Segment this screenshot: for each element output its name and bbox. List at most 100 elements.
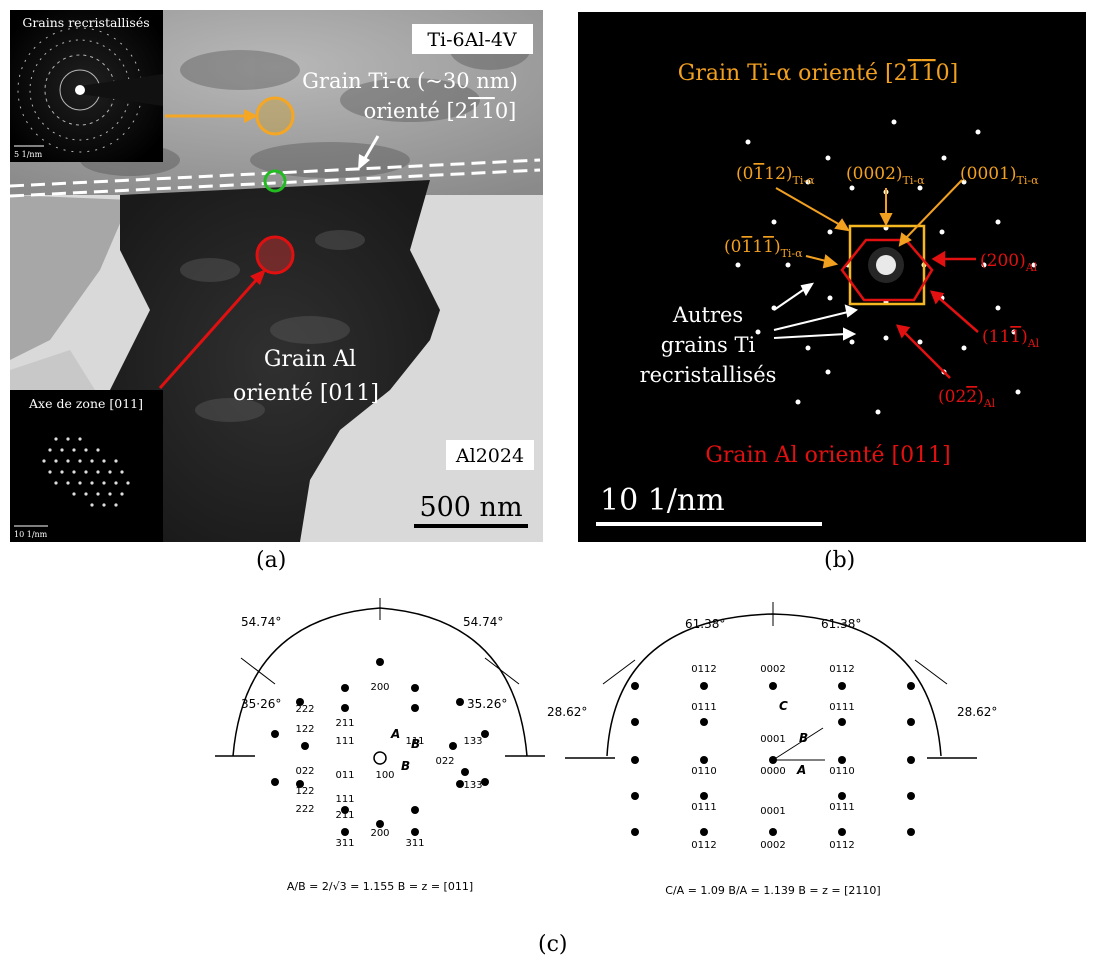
pattern-dot: [700, 756, 708, 764]
zone-spot: [78, 481, 82, 485]
index-label: 211: [335, 718, 354, 729]
zone-spot: [72, 492, 76, 496]
diffraction-spot: [1011, 329, 1017, 335]
interface-line-top: [10, 158, 541, 188]
zone-spot: [72, 448, 76, 452]
svg-text:B: B: [411, 737, 420, 751]
diffraction-spot: [939, 229, 945, 235]
index-label: 211: [335, 810, 354, 821]
pattern-dot: [838, 828, 846, 836]
index-label: 122: [295, 724, 314, 735]
inset-top-label: Grains recristallisés: [22, 15, 149, 30]
zone-spot: [78, 459, 82, 463]
pattern-dot: [700, 682, 708, 690]
index-label: 0112: [829, 664, 854, 675]
diffraction-spot: [995, 219, 1001, 225]
pattern-dot: [907, 828, 915, 836]
zone-spot: [114, 503, 118, 507]
zone-spot: [96, 470, 100, 474]
diffraction-spot: [825, 369, 831, 375]
zone-spot: [84, 470, 88, 474]
others-line1: Autres: [672, 303, 743, 327]
zone-spot: [90, 503, 94, 507]
zone-spot: [108, 492, 112, 496]
diffraction-spot: [735, 262, 741, 268]
diffraction-spot: [795, 399, 801, 405]
al-angle-sl: 35·26°: [241, 697, 281, 711]
zone-spot: [66, 459, 70, 463]
pattern-dot: [631, 756, 639, 764]
zone-spot: [114, 481, 118, 485]
zone-spot: [96, 448, 100, 452]
ti-angle-sr: 28.62°: [957, 705, 997, 719]
diffraction-spot: [891, 119, 897, 125]
diffraction-spot: [771, 219, 777, 225]
pattern-dot: [301, 742, 309, 750]
index-label: 311: [405, 838, 424, 849]
zone-spot: [54, 459, 58, 463]
index-label: 0001: [760, 806, 785, 817]
index-label: 133: [463, 780, 482, 791]
index-label: 0000: [760, 766, 785, 777]
inset-diffraction-zone-axis: [10, 390, 163, 542]
index-label: 222: [295, 804, 314, 815]
inset-bottom-label: Axe de zone [011]: [28, 396, 143, 411]
svg-text:B: B: [799, 731, 808, 745]
pattern-dot: [700, 718, 708, 726]
index-label: 0110: [829, 766, 854, 777]
diffraction-spot: [785, 262, 791, 268]
pattern-dot: [838, 756, 846, 764]
pattern-dot: [341, 806, 349, 814]
index-label: 022: [295, 766, 314, 777]
svg-text:A: A: [796, 763, 806, 777]
ti-cell-box: [848, 224, 926, 306]
diffraction-spot: [941, 155, 947, 161]
grain-al-line2: orienté [011]: [233, 381, 379, 406]
pattern-dot: [481, 730, 489, 738]
diffraction-spot: [849, 185, 855, 191]
index-label: 0111: [691, 802, 716, 813]
al-angle-tl: 54.74°: [241, 615, 281, 629]
zone-spot: [120, 470, 124, 474]
diffraction-spot: [827, 229, 833, 235]
index-label: 111: [335, 736, 354, 747]
spot-al-200: (200)Al: [980, 251, 1038, 274]
others-line3: recristallisés: [640, 363, 777, 387]
pattern-dot: [700, 828, 708, 836]
svg-text:A: A: [390, 727, 400, 741]
pattern-dot: [700, 792, 708, 800]
pattern-dot: [341, 828, 349, 836]
spot-al-111: (111)Al: [982, 327, 1040, 350]
index-label: 0001: [760, 734, 785, 745]
inset-top-scale: 5 1/nm: [14, 150, 43, 159]
diffraction-spot: [883, 335, 889, 341]
zone-spot: [66, 437, 70, 441]
zone-spot: [60, 470, 64, 474]
zone-spot: [102, 459, 106, 463]
pattern-dot: [838, 792, 846, 800]
index-label: 0112: [691, 664, 716, 675]
zone-spot: [42, 459, 46, 463]
pattern-dot: [296, 698, 304, 706]
zone-spot: [84, 492, 88, 496]
zone-spot: [48, 448, 52, 452]
zone-spot: [54, 481, 58, 485]
pattern-dot: [411, 704, 419, 712]
diffraction-spot: [995, 305, 1001, 311]
diffraction-spot: [961, 345, 967, 351]
diffraction-spot: [1015, 389, 1021, 395]
diffraction-spot: [805, 345, 811, 351]
others-line2: grains Ti: [661, 333, 756, 357]
index-label: 0111: [829, 702, 854, 713]
pattern-dot: [838, 682, 846, 690]
zone-spot: [102, 481, 106, 485]
diffraction-spot: [825, 155, 831, 161]
diffraction-spot: [917, 185, 923, 191]
pattern-dot: [411, 806, 419, 814]
pattern-dot: [907, 718, 915, 726]
index-label: 122: [295, 786, 314, 797]
index-label: 0112: [691, 840, 716, 851]
diffraction-spot: [849, 339, 855, 345]
